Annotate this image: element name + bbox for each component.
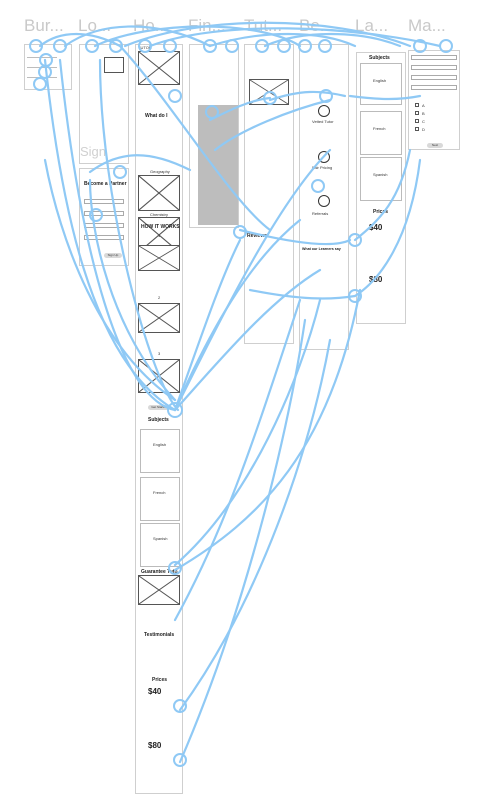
lang-spanish-label: Spanish: [373, 172, 388, 177]
step-1-label: 1: [158, 233, 161, 238]
wire: [173, 298, 302, 622]
prices-title: Prices: [152, 677, 168, 683]
how-it-works-title: HOW IT WORKS: [141, 224, 180, 230]
option-d-checkbox[interactable]: [415, 127, 419, 131]
reviews-title: Reviews: [247, 233, 268, 239]
option-a-checkbox[interactable]: [415, 103, 419, 107]
match-next-button[interactable]: Next: [427, 143, 443, 148]
signup-frame[interactable]: Become a Partner Sign Up: [79, 168, 129, 266]
check-circle-icon: [318, 195, 330, 207]
burger-menu-frame[interactable]: [24, 44, 72, 90]
lang-card-english[interactable]: English: [360, 63, 402, 105]
match-question-1[interactable]: [411, 55, 457, 60]
column-title-find[interactable]: Fin...: [188, 16, 226, 35]
option-a-label: A: [422, 103, 425, 108]
subject-english-label: English: [153, 442, 167, 447]
menu-line: [27, 67, 57, 68]
benefit-fair-label: Fair Pricing: [312, 165, 333, 170]
wire: [178, 338, 332, 712]
wire: [173, 238, 242, 412]
column-title-benefits[interactable]: Be...: [299, 16, 334, 35]
what-learners-say-title: What our Learners say: [302, 247, 341, 251]
languages-frame[interactable]: Subjects English French Spanish Prices $…: [356, 52, 406, 324]
column-title-login[interactable]: Lo...: [78, 16, 112, 35]
column-title-match[interactable]: Ma...: [408, 16, 446, 35]
benefits-frame[interactable]: Vetted Tutor Fair Pricing Referrals What…: [299, 44, 349, 350]
find-frame[interactable]: What do I: [145, 44, 239, 228]
guarantee-title: Guarantee Tuto: [141, 569, 178, 575]
price-80: $80: [148, 741, 162, 750]
get-started-button[interactable]: Get Started: [148, 405, 170, 410]
step-3-label: 3: [158, 351, 161, 356]
subject-spanish-label: Spanish: [153, 536, 168, 541]
home-nav-label: TUTOR: [138, 45, 152, 50]
subject-french-label: French: [153, 490, 166, 495]
option-c-checkbox[interactable]: [415, 119, 419, 123]
column-title-tutor[interactable]: Tut...: [244, 16, 283, 35]
lang-english-label: English: [373, 78, 387, 83]
signup-button[interactable]: Sign Up: [104, 253, 122, 258]
tutor-photo: [249, 79, 289, 105]
subject-card-spanish[interactable]: Spanish: [140, 523, 180, 567]
lang-card-spanish[interactable]: Spanish: [360, 157, 402, 201]
logo-placeholder: [104, 57, 124, 73]
tutor-frame[interactable]: Reviews: [244, 44, 294, 344]
column-title-burger[interactable]: Bur...: [24, 16, 64, 35]
option-b-label: B: [422, 111, 425, 116]
languages-title: Subjects: [369, 55, 390, 61]
subject-field[interactable]: [84, 235, 124, 240]
wire: [178, 318, 307, 764]
subject-card-french[interactable]: French: [140, 477, 180, 521]
check-circle-icon: [318, 105, 330, 117]
option-d-label: D: [422, 127, 425, 132]
lang-card-french[interactable]: French: [360, 111, 402, 155]
filter-panel: [198, 105, 238, 225]
lang-price-40: $40: [369, 223, 383, 232]
name-field[interactable]: [84, 199, 124, 204]
signup-subtitle: Become a Partner: [84, 181, 127, 187]
step-2-label: 2: [158, 295, 161, 300]
menu-line: [27, 77, 57, 78]
option-c-label: C: [422, 119, 425, 124]
column-title-home[interactable]: Ho...: [133, 16, 169, 35]
step-3-image: [138, 359, 180, 393]
match-question-3[interactable]: [411, 75, 457, 80]
signup-title: Sign: [80, 144, 107, 159]
phone-field[interactable]: [84, 223, 124, 228]
email-field[interactable]: [84, 211, 124, 216]
option-b-checkbox[interactable]: [415, 111, 419, 115]
benefit-referrals-label: Referrals: [312, 211, 329, 216]
step-1-image: [138, 245, 180, 271]
geography-label: Geography: [150, 169, 170, 174]
match-frame[interactable]: A B C D Next: [408, 50, 460, 150]
column-title-languages[interactable]: La...: [355, 16, 389, 35]
geography-image: [138, 175, 180, 211]
find-what-label: What do I: [145, 113, 168, 119]
testimonials-title: Testimonials: [144, 632, 175, 638]
benefit-vetted-label: Vetted Tutor: [312, 119, 334, 124]
subject-card-english[interactable]: English: [140, 429, 180, 473]
check-circle-icon: [318, 151, 330, 163]
step-2-image: [138, 303, 180, 333]
lang-prices-title: Prices: [373, 209, 389, 215]
price-40: $40: [148, 687, 162, 696]
guarantee-image: [138, 575, 180, 605]
match-question-2[interactable]: [411, 65, 457, 70]
home-frame[interactable]: TUTOR Geography Chemistry HOW IT WORKS 1…: [135, 44, 183, 794]
chemistry-label: Chemistry: [150, 212, 169, 217]
lang-french-label: French: [373, 126, 386, 131]
menu-line: [27, 57, 57, 58]
hero-image: [138, 51, 180, 85]
match-question-4[interactable]: [411, 85, 457, 90]
subjects-title: Subjects: [148, 417, 169, 423]
lang-price-80: $80: [369, 275, 383, 284]
